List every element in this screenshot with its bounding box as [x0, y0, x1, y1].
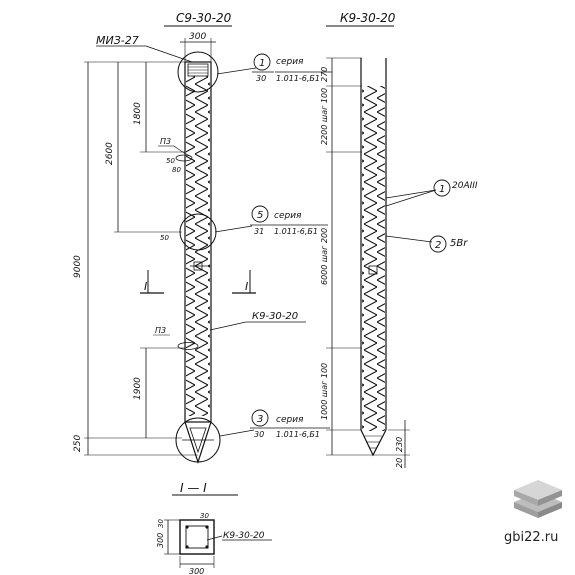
- dim-80: 80: [172, 166, 181, 174]
- svg-text:К9-30-20: К9-30-20: [223, 531, 265, 541]
- dim-50b: 50: [166, 157, 175, 165]
- p3-lower-label: П3: [155, 326, 166, 335]
- left-pile: С9-30-20 300 МИЗ-27 9000 250: [73, 11, 306, 464]
- svg-text:31: 31: [254, 227, 264, 236]
- dim-1900: 1900: [133, 377, 143, 400]
- svg-text:серия: серия: [276, 57, 304, 67]
- position-2-marker: [429, 235, 447, 253]
- cross-section: 300 300 30 30 К9-30-20: [156, 512, 272, 575]
- section-caption: I — I: [180, 481, 207, 495]
- section-mark-right: I: [245, 280, 248, 293]
- svg-text:300: 300: [189, 567, 204, 575]
- svg-text:3: 3: [257, 414, 263, 425]
- right-title: К9-30-20: [340, 11, 396, 25]
- svg-text:1.011-6,Б1: 1.011-6,Б1: [276, 430, 320, 439]
- left-spiral-reinforcement: [186, 76, 210, 416]
- svg-text:30: 30: [254, 430, 264, 439]
- section-caption-group: I — I: [172, 481, 238, 496]
- dim-230: 230: [395, 437, 404, 452]
- left-pile-body: [184, 61, 212, 423]
- position-2-label: 5Вr: [450, 238, 468, 249]
- left-title: С9-30-20: [176, 11, 232, 25]
- svg-text:1.011-6,Б1: 1.011-6,Б1: [276, 74, 320, 83]
- p3-label: П3: [160, 137, 171, 146]
- svg-text:1.011-6,Б1: 1.011-6,Б1: [274, 227, 318, 236]
- site-logo-icon: [514, 480, 562, 518]
- dim-1000-step: 1000 шаг 100: [320, 363, 329, 420]
- dim-2600: 2600: [105, 142, 115, 165]
- dim-250: 250: [73, 435, 83, 452]
- dim-50: 50: [160, 234, 169, 242]
- section-mark-left: I: [144, 280, 147, 293]
- svg-text:5: 5: [257, 210, 263, 221]
- right-cage-tip: [360, 429, 387, 457]
- detail-circle-top: [177, 51, 219, 93]
- k9-callout: К9-30-20: [252, 311, 298, 322]
- section-spiral: [185, 525, 209, 549]
- section-outer: [179, 519, 215, 555]
- callout-5: 5 31 серия 1.011-6,Б1: [214, 205, 328, 236]
- svg-text:30: 30: [256, 74, 266, 83]
- top-width-dim: 300: [189, 32, 206, 42]
- detail-circle-bottom: [175, 417, 221, 463]
- dim-6000-step: 6000 шаг 200: [320, 228, 329, 285]
- position-1-label: 20АIII: [452, 181, 478, 191]
- svg-text:2: 2: [435, 240, 441, 251]
- svg-text:серия: серия: [274, 211, 302, 221]
- mz-label: МИЗ-27: [96, 34, 139, 47]
- position-1-marker: [433, 179, 451, 197]
- dim-20: 20: [395, 458, 404, 468]
- svg-text:серия: серия: [276, 415, 304, 425]
- svg-text:1: 1: [259, 58, 265, 69]
- callout-1: 1 30 серия 1.011-6,Б1: [216, 53, 332, 83]
- watermark-text: gbi22.ru: [504, 530, 559, 545]
- callout-3: 3 30 серия 1.011-6,Б1: [219, 409, 330, 439]
- dim-9000: 9000: [73, 255, 83, 278]
- dim-270: 270: [320, 67, 329, 82]
- right-cage: К9-30-20 270 2200 шаг 100 6000 шаг 200 1…: [320, 11, 478, 468]
- dim-1800: 1800: [133, 102, 143, 125]
- svg-text:1: 1: [439, 184, 445, 195]
- svg-text:30: 30: [200, 512, 209, 520]
- svg-text:30: 30: [157, 519, 165, 528]
- right-spiral: [362, 86, 385, 431]
- svg-text:300: 300: [156, 533, 165, 548]
- dim-2200-step: 2200 шаг 100: [320, 88, 329, 145]
